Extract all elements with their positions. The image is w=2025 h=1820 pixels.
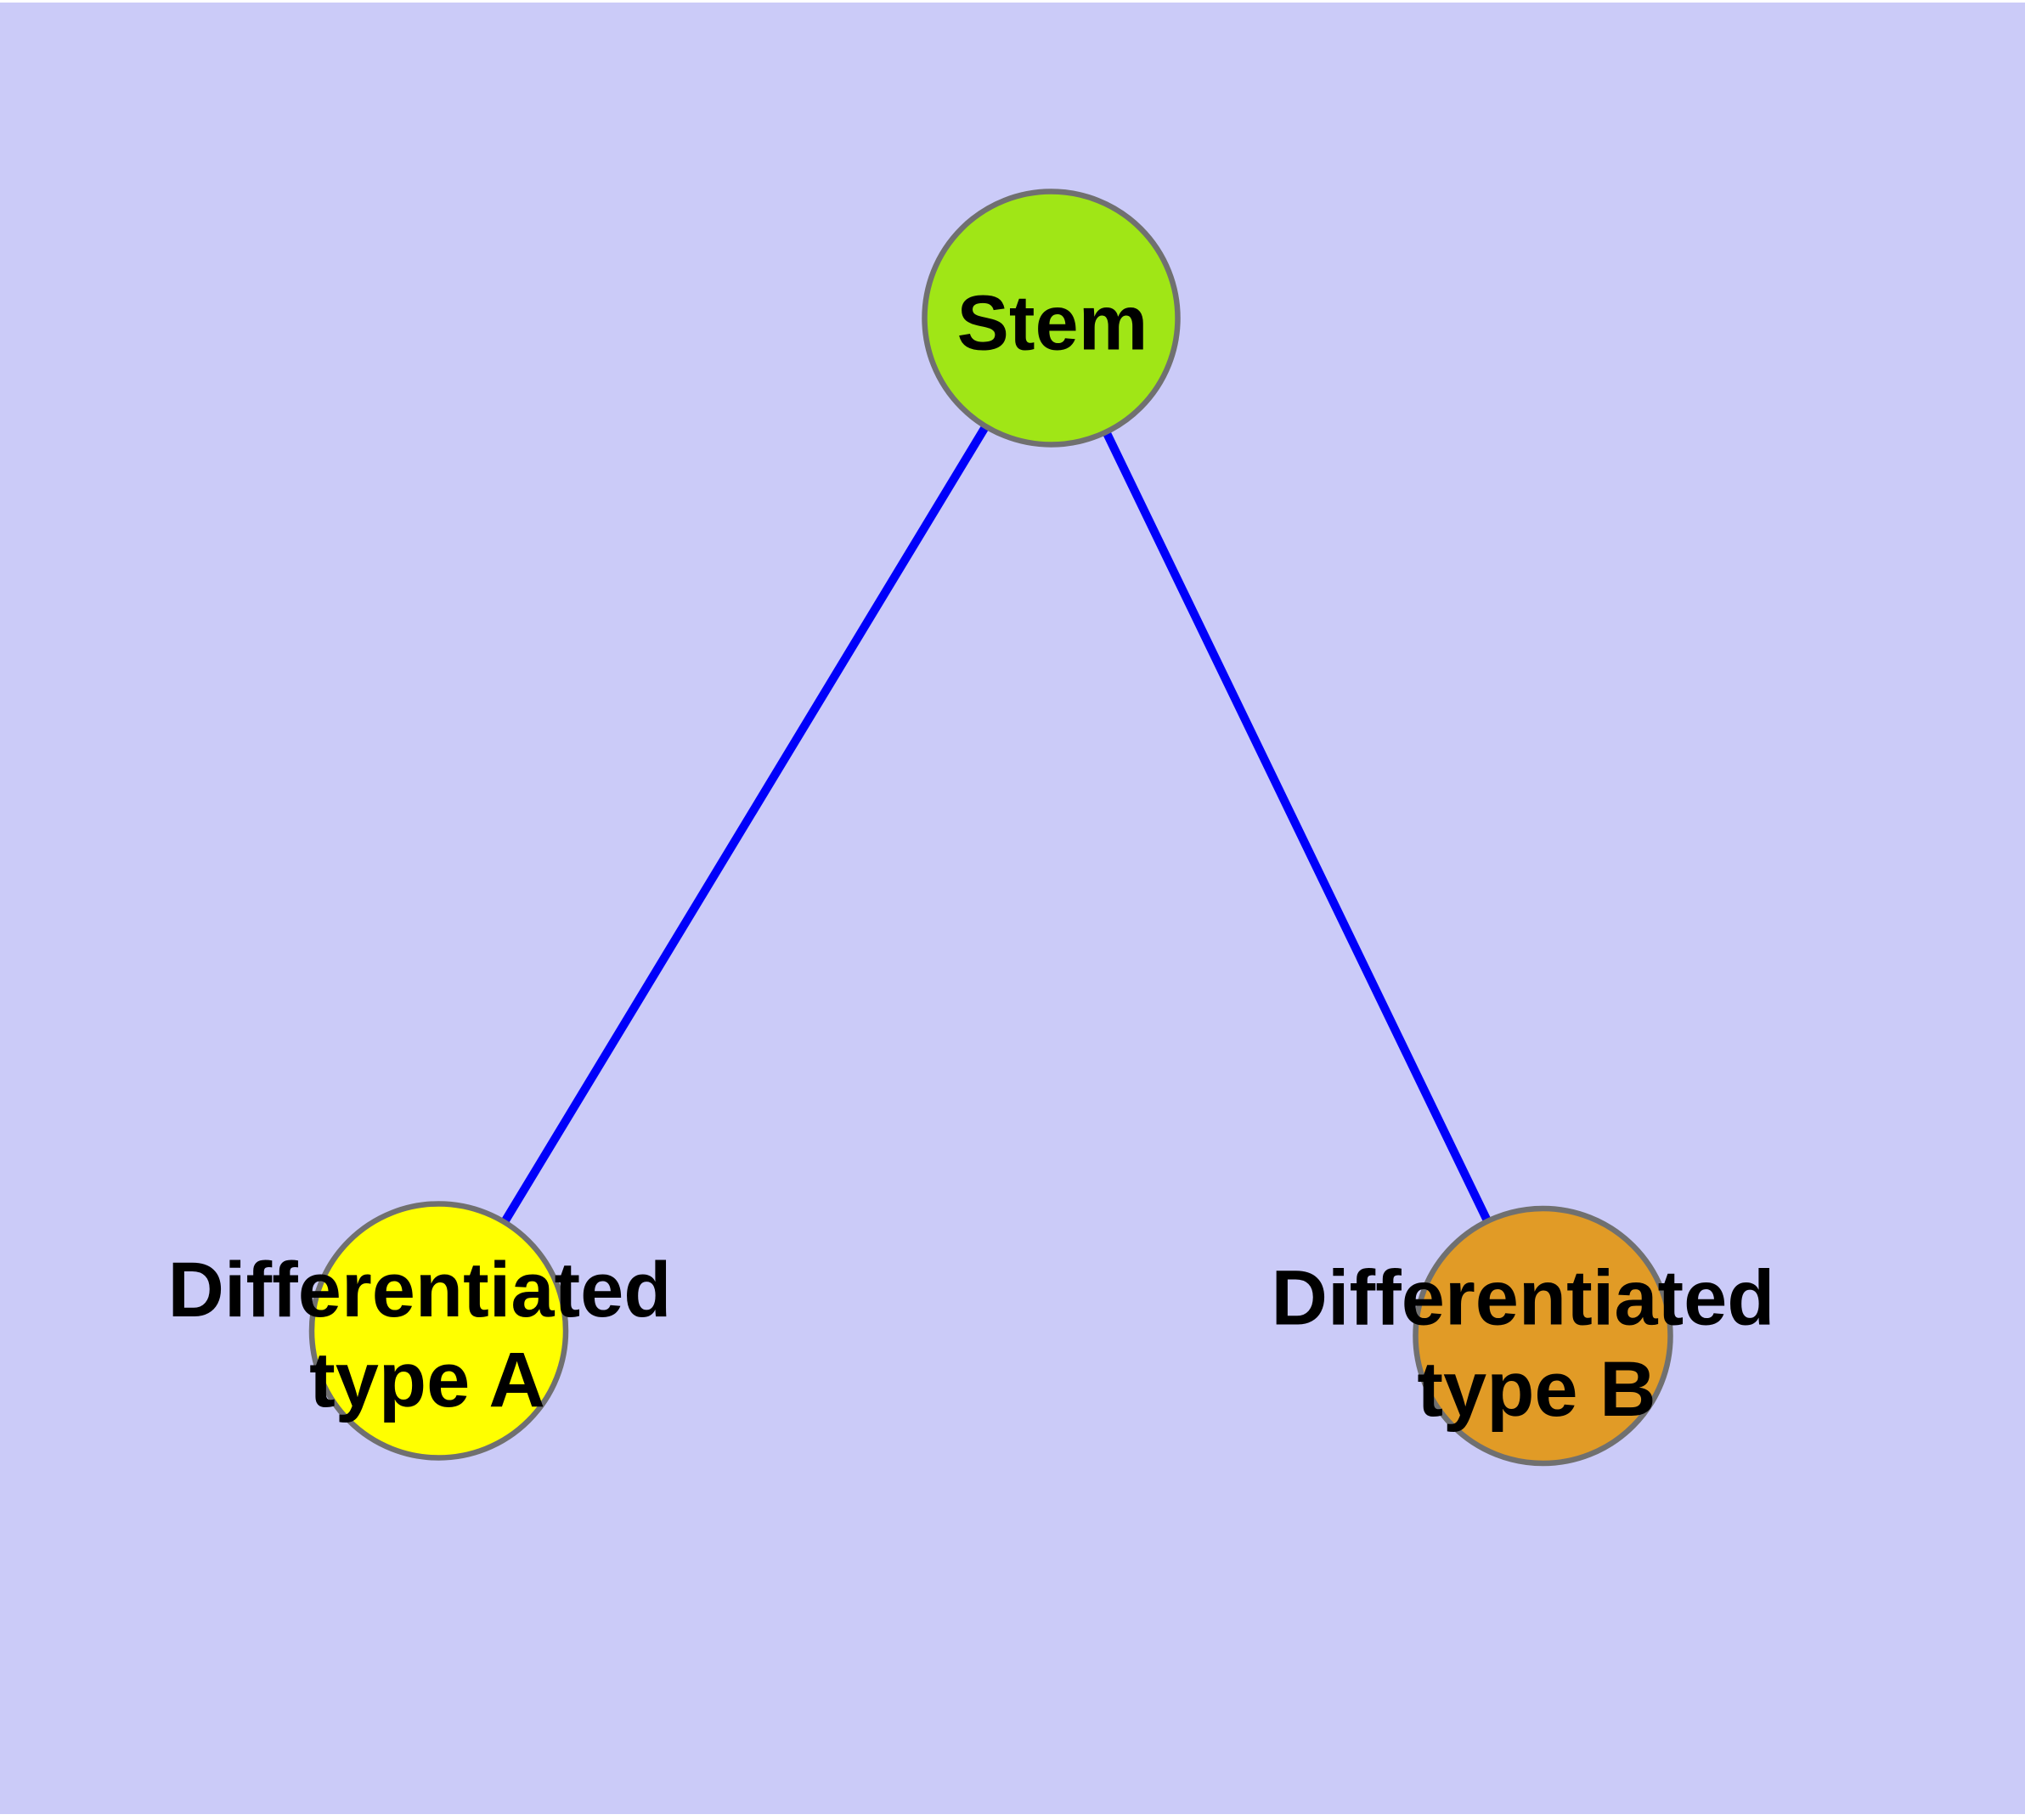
svg-text:type A: type A [309,1337,545,1423]
svg-text:Differentiated: Differentiated [168,1247,672,1333]
svg-text:Differentiated: Differentiated [1272,1255,1775,1342]
svg-text:Stem: Stem [957,280,1148,367]
svg-text:type B: type B [1417,1346,1656,1433]
